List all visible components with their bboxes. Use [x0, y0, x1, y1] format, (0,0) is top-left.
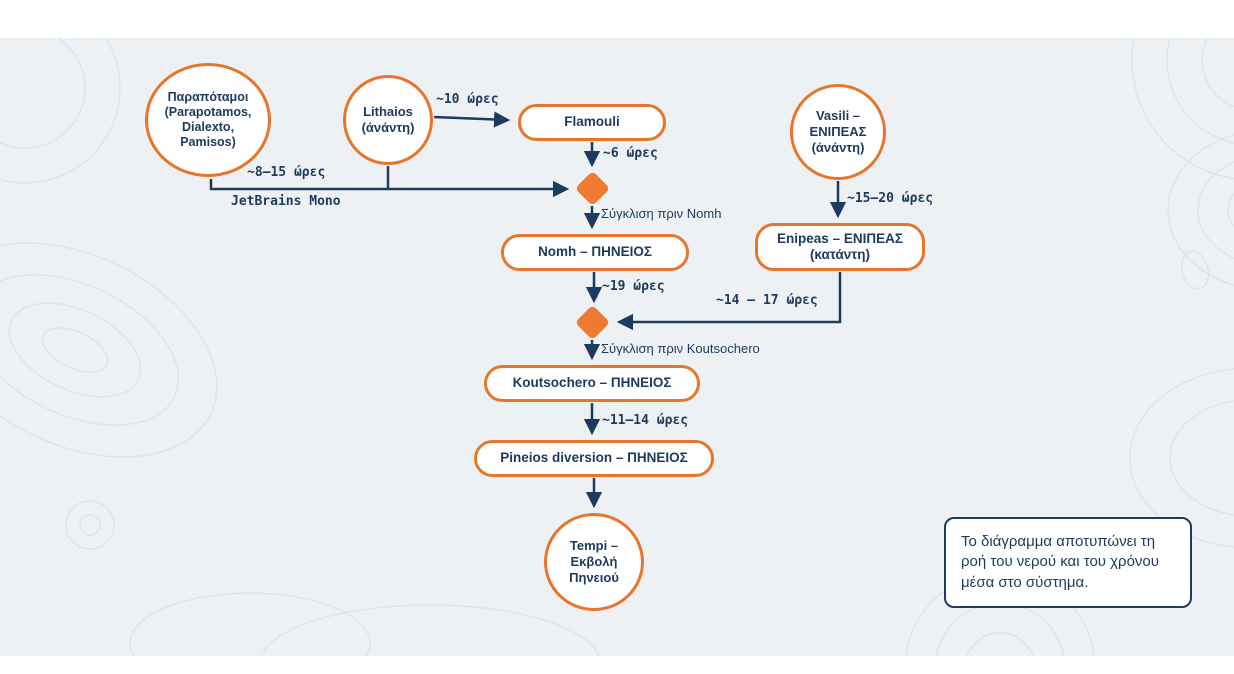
- node-label: Παραπόταμοι (Parapotamos, Dialexto, Pami…: [164, 89, 252, 150]
- node-label: Enipeas – ΕΝΙΠΕΑΣ (κατάντη): [777, 230, 903, 262]
- node-label: Pineios diversion – ΠΗΝΕΙΟΣ: [500, 450, 688, 466]
- edge-time-lithaios-flamouli: ~10 ώρες: [436, 92, 499, 107]
- node-koutsochero-pineios: Koutsochero – ΠΗΝΕΙΟΣ: [484, 365, 700, 402]
- node-label: Vasili – ΕΝΙΠΕΑΣ (άνάντη): [809, 108, 867, 155]
- node-label: Nomh – ΠΗΝΕΙΟΣ: [538, 244, 652, 260]
- node-lithaios: Lithaios (άνάντη): [343, 75, 433, 165]
- node-flamouli: Flamouli: [518, 104, 666, 141]
- node-nomh-pineios: Nomh – ΠΗΝΕΙΟΣ: [501, 234, 689, 271]
- node-vasili-enipeas: Vasili – ΕΝΙΠΕΑΣ (άνάντη): [790, 84, 886, 180]
- font-note-label: JetBrains Mono: [231, 194, 341, 209]
- merge2-caption: Σύγκλιση πριν Koutsochero: [601, 341, 760, 356]
- edge-time-koutsochero-div: ~11–14 ώρες: [602, 413, 689, 428]
- node-label: Flamouli: [564, 114, 620, 130]
- edge-time-nomh-merge2: ~19 ώρες: [602, 279, 665, 294]
- edge-time-flamouli-merge: ~6 ώρες: [603, 146, 658, 161]
- legend-caption-box: Το διάγραμμα αποτυπώνει τη ροή του νερού…: [944, 517, 1192, 608]
- node-label: Koutsochero – ΠΗΝΕΙΟΣ: [512, 375, 672, 391]
- node-label: Lithaios (άνάντη): [361, 104, 415, 135]
- node-parapotamoi: Παραπόταμοι (Parapotamos, Dialexto, Pami…: [145, 63, 271, 177]
- edge-time-vasili-enipeas: ~15–20 ώρες: [847, 191, 934, 206]
- node-pineios-diversion: Pineios diversion – ΠΗΝΕΙΟΣ: [474, 440, 714, 477]
- node-tempi-outlet: Tempi – Εκβολή Πηνειού: [544, 513, 644, 611]
- legend-caption-text: Το διάγραμμα αποτυπώνει τη ροή του νερού…: [961, 533, 1159, 591]
- merge1-caption: Σύγκλιση πριν Nomh: [601, 206, 722, 221]
- node-enipeas-downstream: Enipeas – ΕΝΙΠΕΑΣ (κατάντη): [755, 223, 925, 271]
- node-label: Tempi – Εκβολή Πηνειού: [569, 538, 619, 585]
- edge-time-enipeas-merge2: ~14 – 17 ώρες: [716, 293, 818, 308]
- edge-time-parapotamoi-merge: ~8–15 ώρες: [247, 165, 326, 180]
